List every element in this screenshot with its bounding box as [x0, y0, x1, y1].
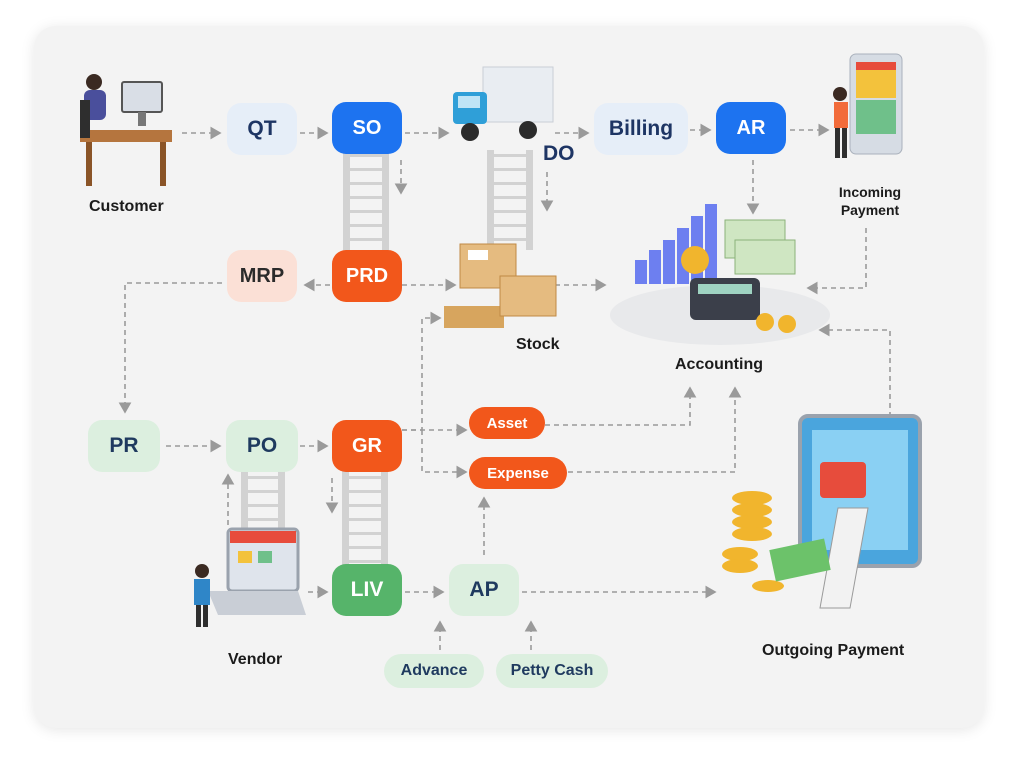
label-incoming-payment-1: Incoming	[838, 184, 902, 200]
ladder-so-prd	[343, 150, 389, 250]
node-ap: AP	[449, 564, 519, 616]
node-liv: LIV	[332, 564, 402, 616]
label-vendor: Vendor	[228, 651, 283, 668]
node-petty-cash: Petty Cash	[496, 654, 608, 688]
node-so: SO	[332, 102, 402, 154]
node-ar: AR	[716, 102, 786, 154]
delivery-truck-illustration	[453, 66, 554, 141]
node-do: DO	[543, 142, 575, 165]
customer-desk-illustration	[80, 74, 172, 186]
node-billing: Billing	[594, 103, 688, 155]
ladder-gr-liv	[342, 470, 388, 565]
stock-boxes-illustration	[444, 243, 557, 328]
label-accounting: Accounting	[675, 356, 763, 373]
node-pr: PR	[88, 420, 160, 472]
label-outgoing-payment: Outgoing Payment	[762, 642, 905, 659]
vendor-laptop-illustration	[194, 527, 306, 627]
node-advance: Advance	[384, 654, 484, 688]
node-prd: PRD	[332, 250, 402, 302]
node-mrp: MRP	[227, 250, 297, 302]
label-stock: Stock	[516, 336, 560, 353]
ladder-truck-stock	[487, 150, 533, 250]
label-incoming-payment-2: Payment	[840, 202, 900, 218]
node-po: PO	[226, 420, 298, 472]
node-asset: Asset	[469, 407, 545, 439]
outgoing-payment-illustration	[722, 414, 922, 609]
node-expense: Expense	[469, 457, 567, 489]
label-customer: Customer	[89, 198, 164, 215]
node-qt: QT	[227, 103, 297, 155]
accounting-illustration	[610, 204, 830, 345]
incoming-payment-illustration	[833, 53, 903, 158]
node-gr: GR	[332, 420, 402, 472]
